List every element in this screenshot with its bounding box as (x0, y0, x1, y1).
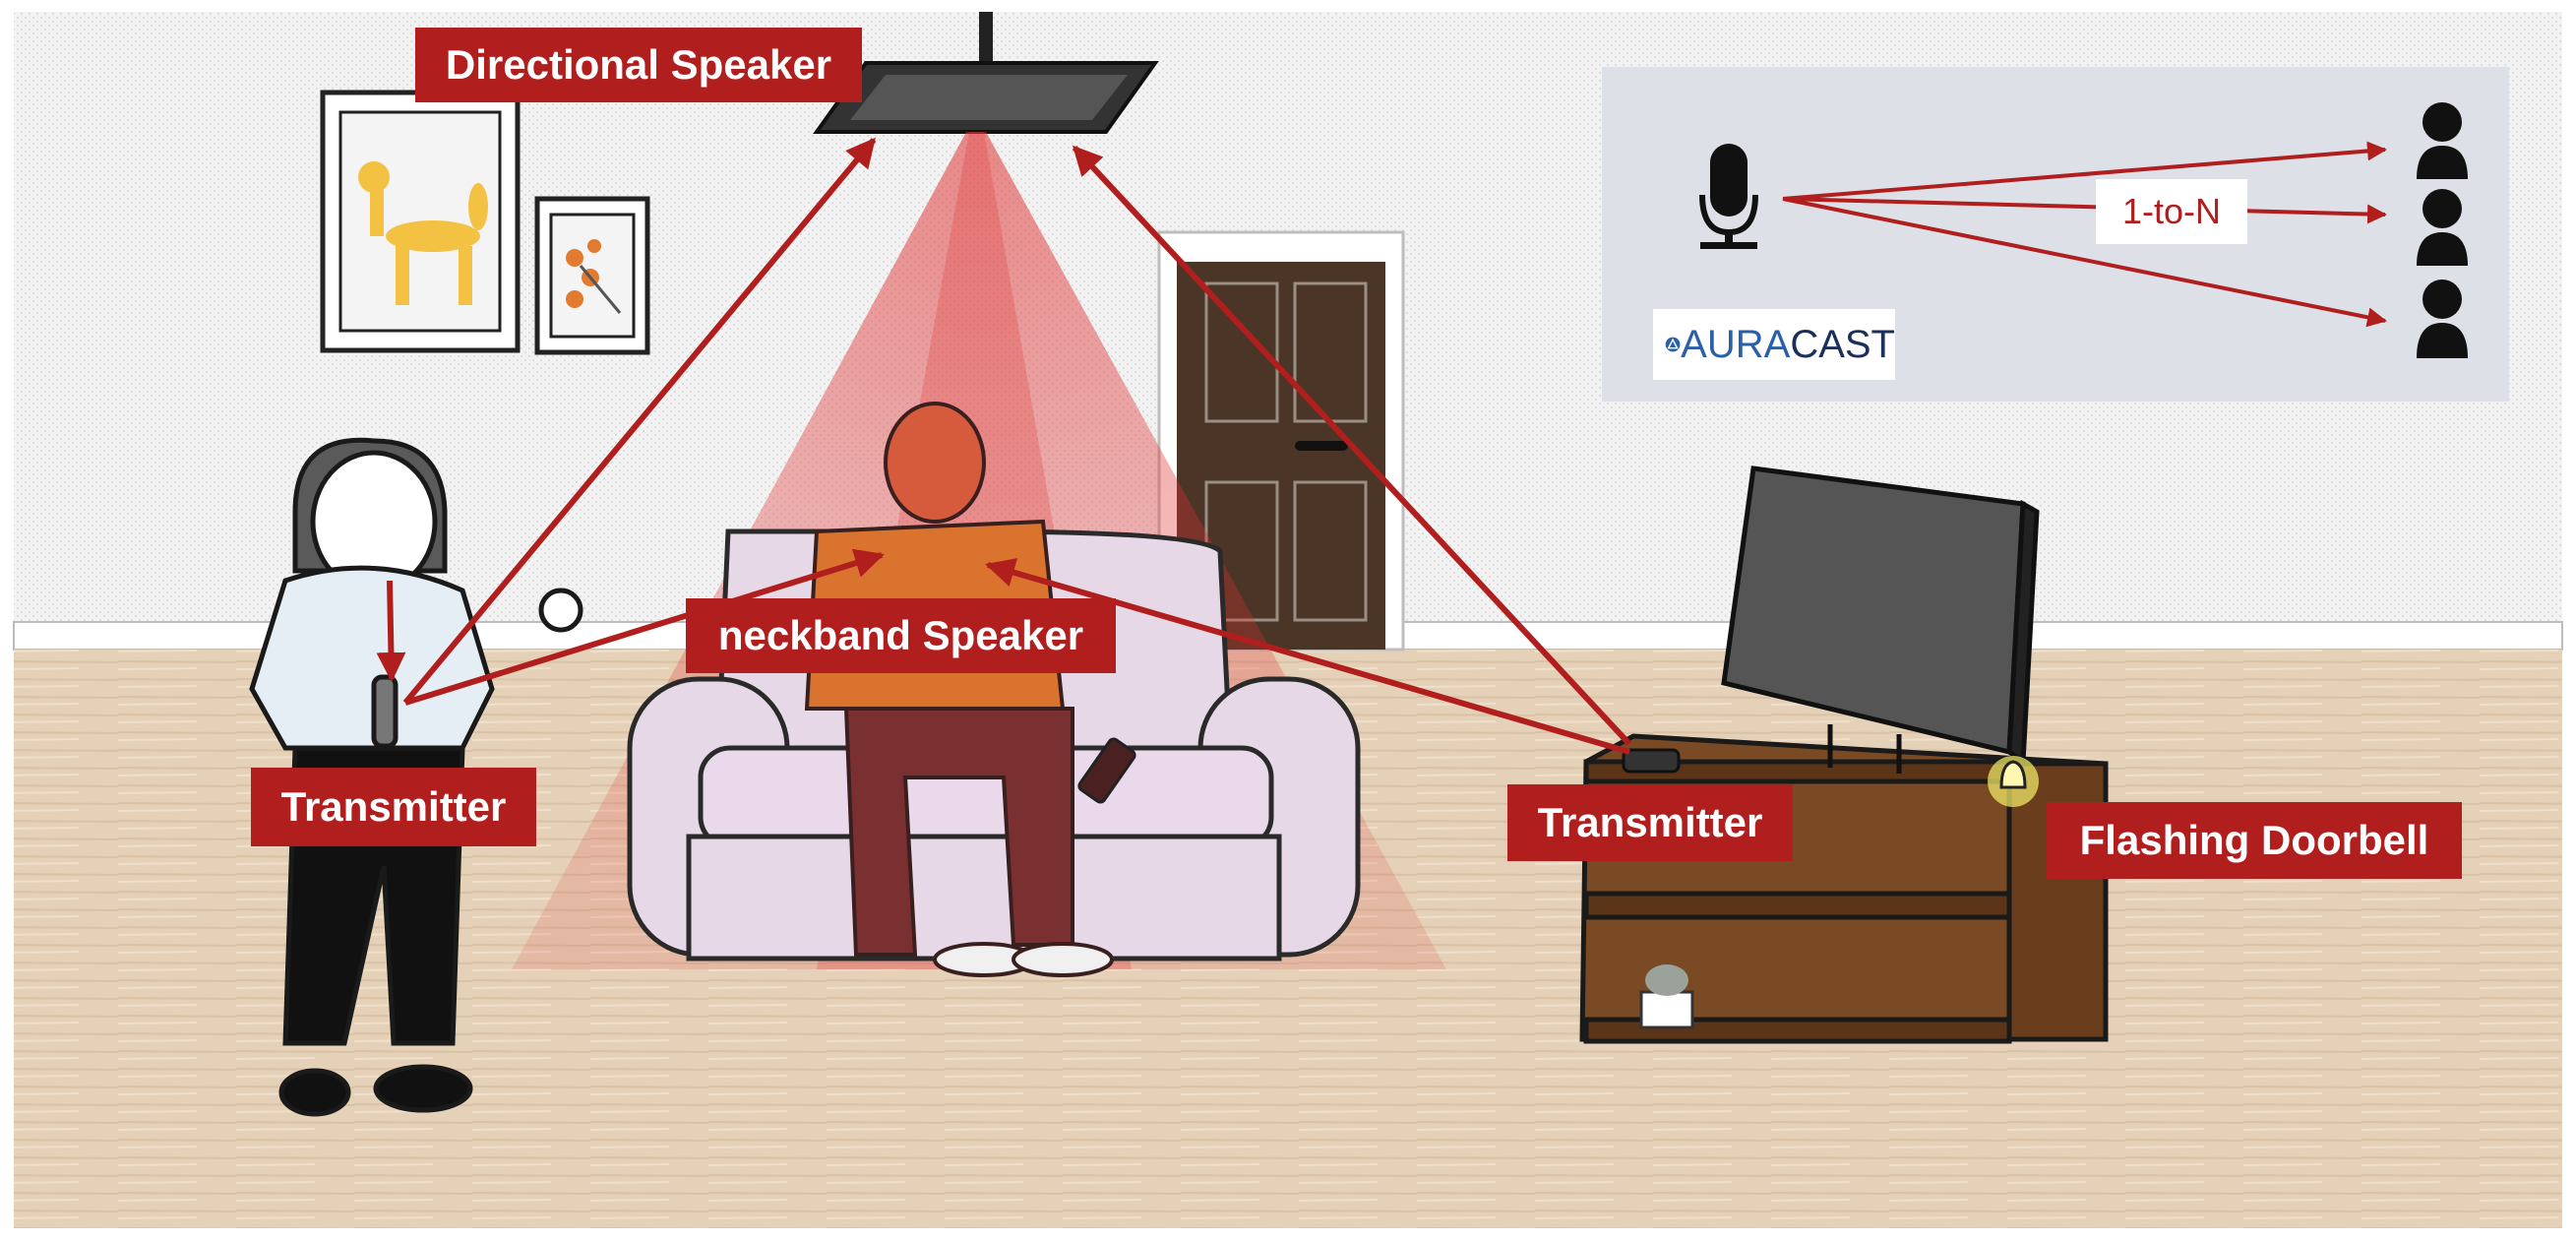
doorbell-icon (1988, 756, 2039, 807)
microphone-icon (1699, 144, 1758, 249)
transmitter-label-left: Transmitter (251, 768, 536, 846)
signal-arrows (376, 137, 1632, 755)
tv-icon (1721, 466, 2040, 774)
broadcast-arrows (1782, 141, 2387, 328)
flashing-doorbell-label: Flashing Doorbell (2047, 802, 2462, 879)
plant-icon (1639, 964, 1694, 1029)
directional-speaker-label: Directional Speaker (415, 28, 862, 102)
transmitter-box (1622, 748, 1681, 774)
auracast-logo-cast: CAST (1790, 322, 1895, 366)
flower-frame (534, 196, 650, 355)
balloon-dog-frame (320, 90, 521, 353)
transmitter-label-right: Transmitter (1507, 784, 1793, 861)
auracast-logo-icon (1665, 337, 1681, 352)
one-to-n-label: 1-to-N (2096, 179, 2247, 244)
person-icon (2417, 102, 2468, 358)
auracast-logo: AURACAST (1653, 309, 1895, 380)
ceiling-speaker-icon (813, 12, 1159, 134)
auracast-logo-aura: AURA (1681, 322, 1791, 366)
remote-icon (1077, 737, 1136, 804)
neckband-speaker-label: neckband Speaker (686, 598, 1116, 673)
auracast-logo-text: AURACAST (1681, 323, 1895, 367)
